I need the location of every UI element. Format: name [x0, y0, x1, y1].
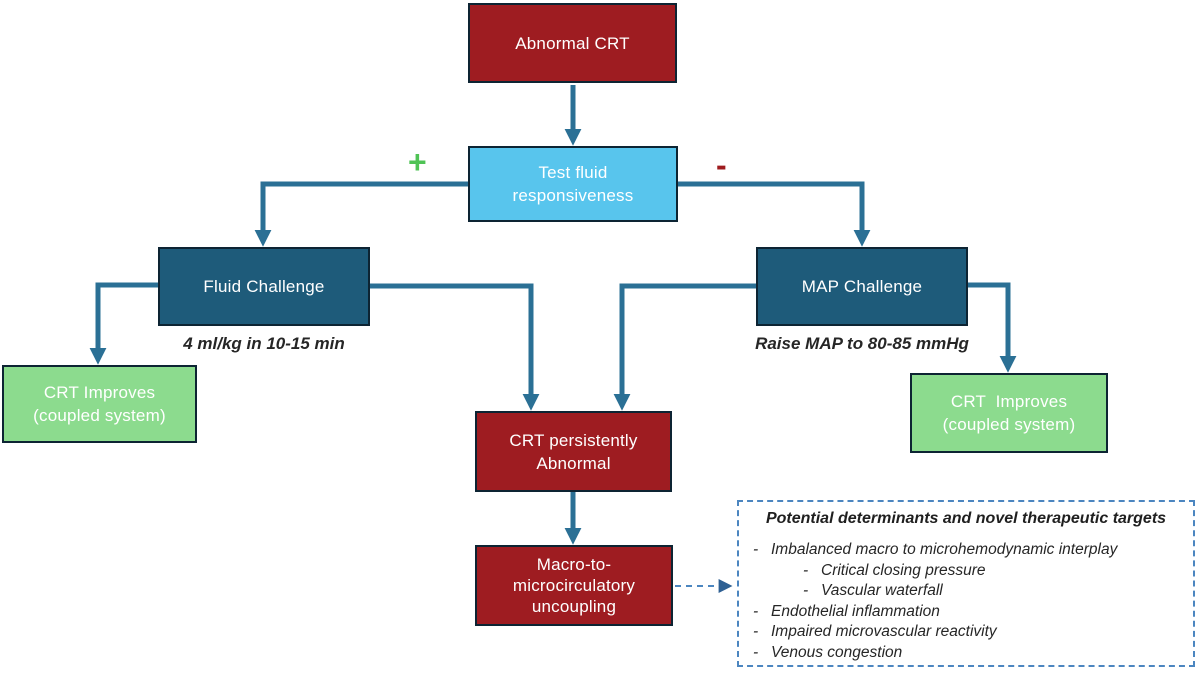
- node-fluid-challenge: Fluid Challenge: [158, 247, 370, 326]
- node-crt-improves-left-line1: CRT Improves: [43, 383, 156, 402]
- list-item-text: Impaired microvascular reactivity: [771, 623, 997, 640]
- node-map-challenge: MAP Challenge: [756, 247, 968, 326]
- node-crt-improves-right-line1: CRT Improves: [950, 392, 1068, 411]
- list-item: - Vascular waterfall: [745, 581, 1187, 602]
- list-item-text: Critical closing pressure: [821, 561, 986, 579]
- node-test-fluid-line1: Test fluid: [538, 163, 608, 182]
- node-test-fluid-line2: responsiveness: [512, 186, 634, 205]
- node-test-fluid-responsiveness: Test fluid responsiveness: [468, 146, 678, 222]
- list-item-text: Endothelial inflammation: [771, 602, 940, 620]
- list-item-text: Venous congestion: [771, 643, 903, 661]
- node-abnormal-crt-label: Abnormal CRT: [515, 33, 630, 53]
- list-item: - Venous congestion: [745, 643, 1187, 664]
- determinants-panel-title: Potential determinants and novel therape…: [765, 510, 1167, 527]
- list-item-marker: -: [803, 561, 809, 579]
- node-uncoupling-line2: microcirculatory: [512, 576, 636, 595]
- list-item-marker: -: [803, 582, 809, 599]
- list-item: - Imbalanced macro to microhemodynamic i…: [745, 540, 1187, 561]
- node-map-challenge-label: MAP Challenge: [801, 277, 923, 296]
- connector-testfluid-to-mapchallenge: [678, 181, 871, 247]
- determinants-list: - Imbalanced macro to microhemodynamic i…: [745, 540, 1187, 663]
- node-crt-persistent-line2: Abnormal: [536, 453, 611, 473]
- node-macro-micro-uncoupling: Macro-to- microcirculatory uncoupling: [475, 545, 673, 626]
- node-fluid-challenge-label: Fluid Challenge: [203, 277, 325, 296]
- connector-mapchallenge-to-improves-right: [968, 282, 1017, 373]
- connector-testfluid-to-fluidchallenge: [254, 181, 468, 247]
- list-item-marker: -: [753, 643, 759, 661]
- node-crt-improves-right: CRT Improves (coupled system): [910, 373, 1108, 453]
- connector-fluidchallenge-to-improves-left: [89, 282, 158, 365]
- note-fluid-challenge: 4 ml/kg in 10-15 min: [183, 334, 345, 353]
- list-item: - Endothelial inflammation: [745, 602, 1187, 623]
- node-crt-persistent-line1: CRT persistently: [509, 430, 638, 450]
- list-item-marker: -: [753, 623, 759, 640]
- list-item-text: Imbalanced macro to microhemodynamic int…: [771, 541, 1118, 558]
- determinants-panel: Potential determinants and novel therape…: [737, 500, 1195, 667]
- node-crt-improves-right-line2: (coupled system): [942, 415, 1076, 434]
- node-crt-improves-left-line2: (coupled system): [33, 406, 166, 425]
- list-item: - Impaired microvascular reactivity: [745, 622, 1187, 643]
- connector-mapchallenge-to-persistent: [613, 283, 756, 411]
- node-abnormal-crt: Abnormal CRT: [468, 3, 677, 83]
- note-map-challenge: Raise MAP to 80-85 mmHg: [755, 334, 969, 353]
- node-crt-persistently-abnormal: CRT persistently Abnormal: [475, 411, 672, 492]
- list-item-marker: -: [753, 602, 759, 620]
- list-item: - Critical closing pressure: [745, 561, 1187, 582]
- list-item-marker: -: [753, 541, 759, 558]
- node-uncoupling-line1: Macro-to-: [536, 555, 612, 574]
- connector-fluidchallenge-to-persistent: [370, 283, 540, 411]
- node-crt-improves-left: CRT Improves (coupled system): [2, 365, 197, 443]
- branch-label-negative: -: [716, 147, 727, 183]
- branch-label-positive: +: [408, 144, 427, 180]
- node-uncoupling-line3: uncoupling: [531, 597, 617, 616]
- list-item-text: Vascular waterfall: [821, 582, 943, 599]
